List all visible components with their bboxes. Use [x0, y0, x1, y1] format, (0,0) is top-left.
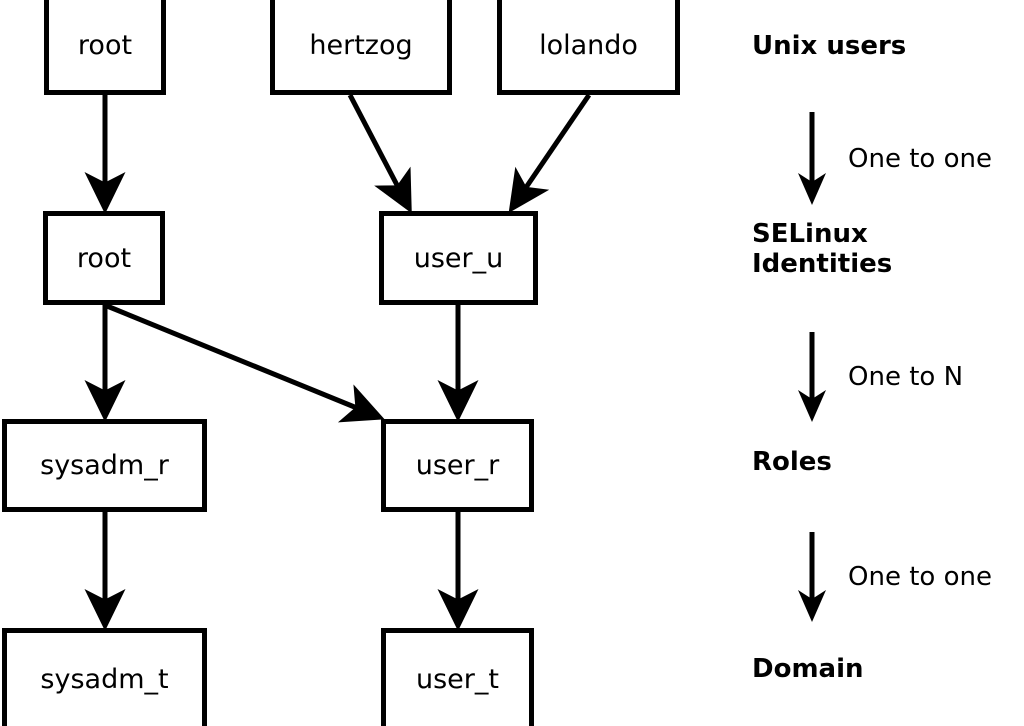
legend-arrows [798, 112, 826, 622]
node-root_unix[interactable]: root [44, 0, 166, 95]
node-label: sysadm_r [40, 450, 169, 481]
edges [84, 93, 592, 632]
legend-arrow-head-role-to-domain [798, 590, 826, 622]
edge-hertzog-to-useru [347, 93, 412, 214]
edge-lolando-to-useru [508, 93, 592, 213]
legend-tier-selinux-identities: SELinux Identities [752, 219, 893, 279]
node-label: sysadm_t [40, 664, 169, 695]
node-sysadm_r[interactable]: sysadm_r [2, 419, 207, 512]
node-label: hertzog [309, 29, 413, 61]
node-label: lolando [539, 29, 638, 61]
node-hertzog_unix[interactable]: hertzog [270, 0, 452, 95]
node-label: user_t [416, 664, 499, 695]
legend-relation-role-to-domain: One to one [848, 562, 992, 592]
node-label: root [76, 242, 132, 274]
node-sysadm_t[interactable]: sysadm_t [2, 628, 207, 726]
legend-tier-roles: Roles [752, 447, 832, 477]
node-user_t[interactable]: user_t [381, 628, 534, 726]
edge-rootid-to-userr [106, 303, 385, 423]
node-label: root [77, 29, 133, 61]
node-root_id[interactable]: root [43, 211, 165, 305]
node-user_r[interactable]: user_r [381, 419, 534, 512]
legend-arrow-head-unix-to-identity [798, 173, 826, 205]
legend-relation-unix-to-identity: One to one [848, 144, 992, 174]
node-label: user_u [413, 242, 504, 274]
legend-arrow-head-identity-to-role [798, 390, 826, 422]
legend-tier-domain: Domain [752, 654, 864, 684]
node-user_u_id[interactable]: user_u [379, 211, 538, 305]
node-label: user_r [415, 450, 500, 481]
node-lolando_unix[interactable]: lolando [497, 0, 680, 95]
legend-tier-unix-users: Unix users [752, 31, 907, 61]
legend-relation-identity-to-role: One to N [848, 362, 964, 392]
